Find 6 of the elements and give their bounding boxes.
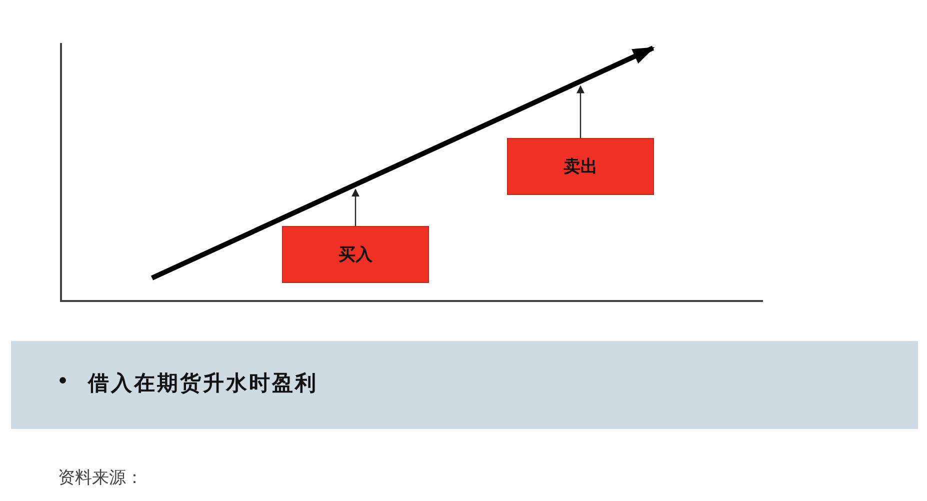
- note-band: [11, 341, 918, 429]
- arrow: [576, 85, 584, 138]
- arrow: [352, 188, 360, 226]
- bullet: •: [57, 371, 71, 392]
- source-note: 资料来源：: [58, 467, 143, 489]
- note-text: 借入在期货升水时盈利: [88, 370, 318, 397]
